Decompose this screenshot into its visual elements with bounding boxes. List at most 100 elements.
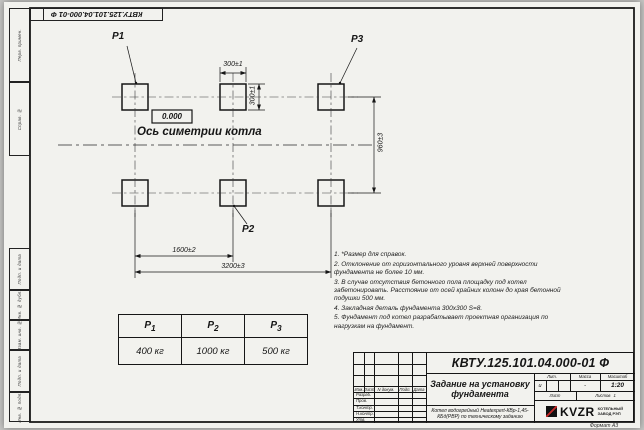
load-header-sub: 2: [214, 322, 219, 333]
tb-lit-header: Лит.: [547, 374, 557, 379]
load-value-p3: 500 кг: [244, 337, 308, 365]
title-block-line: [354, 417, 426, 418]
load-value-p1: 400 кг: [118, 337, 182, 365]
dim-label-1600: 1600±2: [172, 247, 196, 254]
title-block-line: [354, 386, 426, 387]
title-block-title: Задание на установку фундамента: [430, 378, 530, 399]
tb-scale-value: 1:20: [610, 382, 624, 389]
title-block-line: [570, 373, 571, 391]
title-block-product-name: Котел водогрейный Heatexpert-КВр-1,45-КБ…: [431, 408, 529, 420]
title-block-line: [354, 410, 426, 412]
margin-box-label: Инв. № дубл.: [17, 289, 22, 321]
margin-box-label: Подп. и дата: [17, 355, 22, 387]
title-block-line: [354, 375, 426, 376]
load-header-base: Р: [270, 319, 278, 331]
dim-label-300-vertical: 300±1: [249, 85, 257, 106]
kvzr-logo-caption: КОТЕЛЬНЫЙ ЗАВОД РЭП: [597, 405, 623, 417]
title-block-line: [354, 398, 426, 400]
load-table: Р1 Р2 Р3 400 кг 1000 кг 500 кг: [118, 314, 308, 365]
kvzr-logo: KVZR КОТЕЛЬНЫЙ ЗАВОД РЭП: [534, 400, 635, 423]
title-block: КВТУ.125.101.04.000-01 Ф Задание на уста…: [353, 352, 635, 423]
load-table-header-p3: Р3: [244, 314, 308, 338]
title-block-line: [426, 353, 427, 423]
top-doc-number: КВТУ.125.101.04.000-01 Ф: [50, 10, 143, 19]
title-block-line: [534, 400, 635, 401]
note-2: 2. Отклонение от горизонтального уровня …: [334, 260, 538, 276]
technical-notes: 1. *Размер для справок. 2. Отклонение от…: [334, 251, 562, 332]
load-table-header-p2: Р2: [181, 314, 245, 338]
margin-box-label: Инв. № подл.: [17, 391, 22, 423]
tb-col-data: Дата: [413, 386, 425, 392]
tb-row-razrab: Разраб.: [356, 392, 372, 398]
point-label-p2: Р2: [242, 224, 255, 235]
margin-box-inv-podl: Инв. № подл.: [9, 392, 30, 422]
note-4: 4. Закладная деталь фундамента 300х300 S…: [334, 304, 483, 312]
kvzr-caption-line1: КОТЕЛЬНЫЙ: [597, 405, 623, 411]
title-block-line: [364, 353, 365, 393]
dim-label-960: 960±3: [377, 132, 385, 153]
margin-box-label: Справ. №: [17, 107, 22, 131]
load-header-sub: 3: [277, 322, 282, 333]
format-label: Формат А3: [589, 422, 619, 429]
doc-number-cell-divider: [43, 9, 44, 20]
title-block-line: [576, 391, 577, 400]
tb-col-ndokum: N докум.: [377, 386, 395, 392]
tb-sheets-label: Листов: [595, 393, 611, 398]
title-block-line: [374, 353, 375, 423]
tb-mass-value: -: [584, 382, 586, 389]
tb-row-tkontr: Т.контр.: [356, 404, 373, 410]
title-block-line: [534, 380, 635, 381]
load-value-p2: 1000 кг: [181, 337, 245, 365]
title-block-line: [354, 404, 426, 406]
margin-box-inv-dubl: Инв. № дубл.: [9, 290, 30, 320]
tb-row-utv: Утв.: [356, 417, 366, 422]
tb-sheet-label: Лист: [549, 393, 561, 398]
title-block-line: [534, 373, 535, 423]
margin-box-label: Перв. примен.: [17, 28, 22, 62]
title-block-line: [354, 364, 426, 365]
load-table-header-p1: Р1: [118, 314, 182, 338]
margin-box-vzam-inv: Взам. инв. №: [9, 320, 30, 350]
kvzr-logo-mark-icon: [546, 406, 557, 417]
load-table-value-row: 400 кг 1000 кг 500 кг: [118, 337, 308, 365]
level-mark-value: 0.000: [161, 111, 183, 121]
tb-row-prov: Пров.: [356, 398, 368, 404]
title-block-line: [354, 392, 426, 394]
title-block-line: [398, 353, 399, 423]
point-label-p1: Р1: [112, 31, 125, 42]
note-3: 3. В случае отсутствия бетонного пола пл…: [334, 278, 561, 302]
tb-sheets-value: 1: [613, 393, 616, 398]
tb-col-izm: Изм.: [354, 386, 364, 392]
title-block-line: [534, 391, 635, 392]
dim-label-3200: 3200±3: [221, 263, 245, 270]
title-block-line: [546, 380, 547, 391]
title-block-line: [426, 373, 635, 374]
margin-box-sprav-n: Справ. №: [9, 82, 30, 156]
tb-col-podp: Подп.: [399, 386, 411, 392]
kvzr-logo-text: KVZR: [560, 404, 595, 419]
title-block-doc-number: КВТУ.125.101.04.000-01 Ф: [451, 356, 610, 370]
tb-lit-value: и: [538, 382, 542, 389]
kvzr-caption-line2: ЗАВОД РЭП: [597, 410, 621, 416]
tb-sheets-cell: Листов 1: [576, 391, 635, 400]
note-5: 5. Фундамент под котел разрабатывает про…: [334, 314, 549, 330]
margin-box-podp-data-1: Подп. и дата: [9, 248, 30, 290]
dim-label-300-horizontal: 300±1: [223, 61, 243, 68]
title-block-line: [600, 373, 601, 391]
tb-row-nkontr: Н.контр.: [356, 410, 374, 416]
margin-box-label: Подп. и дата: [17, 253, 22, 285]
top-doc-number-box: КВТУ.125.101.04.000-01 Ф: [30, 8, 163, 21]
margin-box-perv-primen: Перв. примен.: [9, 8, 30, 82]
point-label-p3: Р3: [351, 34, 364, 45]
note-1: 1. *Размер для справок.: [334, 251, 407, 258]
symmetry-axis-label: Ось симетрии котла: [137, 126, 262, 138]
tb-mass-header: Масса: [578, 374, 592, 379]
margin-box-podp-data-2: Подп. и дата: [9, 350, 30, 392]
title-block-line: [412, 353, 413, 423]
load-table-header-row: Р1 Р2 Р3: [118, 314, 308, 338]
tb-scale-header: Масштаб: [607, 374, 628, 379]
tb-col-list: Лист: [363, 386, 375, 392]
title-block-line: [426, 405, 534, 406]
load-header-base: Р: [144, 319, 152, 331]
